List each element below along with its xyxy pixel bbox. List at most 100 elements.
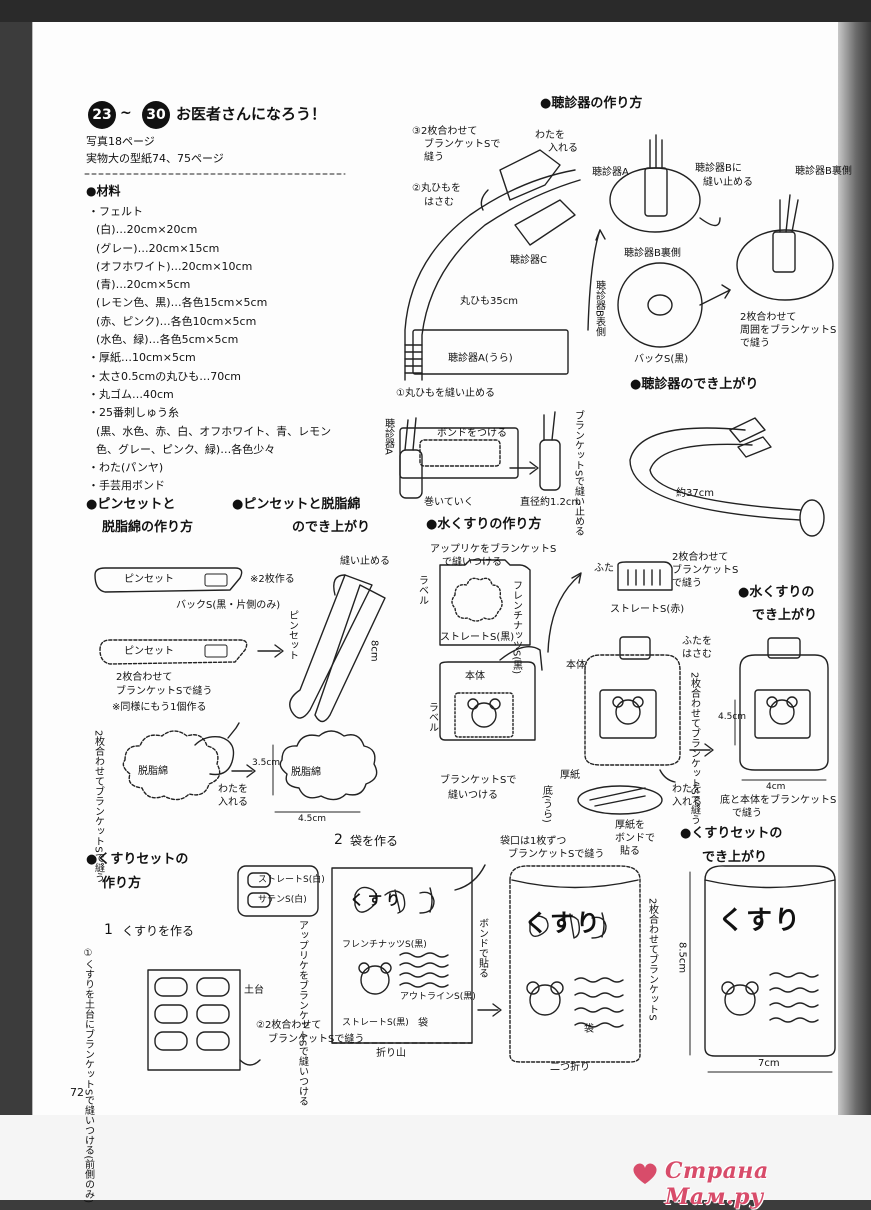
kit-label: 土台 [244,985,264,996]
medicine-finished-drawing [734,637,829,781]
stethoscope-label: ①丸ひもを縫い止める [396,388,495,399]
kit-label: 折り山 [376,1048,406,1059]
kit-label-vertical: ①くすりを土台にブランケットSで縫いつける(前側のみ) [82,948,94,1204]
stethoscope-label: 縫う [424,152,444,163]
material-item: (水色、緑)…各色5cm×5cm [96,333,239,347]
tweezers-label: ピンセット [124,646,174,657]
page-number: 72 [70,1086,84,1099]
medicine-label: ストレートS(赤) [610,604,685,615]
medicine-label-vertical: 底(うら) [540,785,552,823]
kit-finished-heading-line2: でき上がり [702,850,768,865]
kit-step2-number: 2 [334,832,343,848]
scan-border-bottom [0,1115,871,1200]
medicine-label: 厚紙を [615,820,645,831]
kit-step1-number: 1 [104,922,113,938]
kit-label: 袋口は1枚ずつ [500,836,567,847]
kit-label: 袋 [418,1018,428,1029]
stethoscope-label: はさむ [424,197,454,208]
medicine-label: 入れる [672,797,702,808]
tweezers-finished-drawing [289,574,386,723]
material-item: (赤、ピンク)…各色10cm×5cm [96,314,257,328]
tweezers-step1-drawing [94,567,284,665]
material-item: ・厚紙…10cm×5cm [88,351,196,365]
tweezers-label: 縫い止める [340,556,390,567]
kit-label: ストレートS(黒) [342,1018,409,1028]
stethoscope-label: わたを [535,130,565,141]
medicine-label: ボンドで [615,833,655,844]
medicine-label: 2枚合わせて [672,552,729,563]
stethoscope-label: 聴診器A(うら) [448,353,513,364]
kit-height: 8.5cm [676,942,688,974]
medicine-label: 本体 [566,660,586,671]
material-item: (レモン色、黒)…各色15cm×5cm [96,296,268,310]
tweezers-heading-line2: 脱脂綿の作り方 [102,520,194,535]
kit-label-vertical: 2枚合わせてブランケットS [646,898,658,1021]
stethoscope-label: 2枚合わせて [740,312,797,323]
stethoscope-label: 丸ひも35cm [460,296,518,307]
kit-bag-drawing [509,865,641,1063]
stethoscope-label: 聴診器A [592,167,629,178]
stethoscope-finished-drawing [629,417,825,537]
cotton-height: 3.5cm [252,758,281,768]
material-item: (黒、水色、赤、白、オフホワイト、青、レモン [96,424,332,438]
tweezers-finished-heading-line2: のでき上がり [292,520,371,535]
stethoscope-step3-drawing [399,411,561,499]
medicine-label: 厚紙 [560,770,580,781]
material-item: ・わた(パンヤ) [88,461,164,475]
stethoscope-label-vertical: ブランケットSで縫い止める [572,410,584,537]
stethoscope-step1-drawing [404,149,581,381]
cotton-label: 脱脂綿 [138,766,168,777]
cotton-label: 脱脂綿 [291,767,321,778]
kit-label: ②2枚合わせて [256,1020,322,1031]
project-number-end: 30 [142,101,170,129]
stethoscope-label-vertical: 聴診器B表側 [593,280,605,337]
medicine-label: ストレートS(黒) [440,632,515,643]
kit-label: サテンS(白) [258,895,307,905]
tweezers-label: バックS(黒・片側のみ) [176,600,281,611]
medicine-label: アップリケをブランケットS [430,544,557,555]
kit-width: 7cm [758,1058,780,1069]
title-tilde: ~ [120,105,132,121]
medicine-label: 底と本体をブランケットS [720,795,837,806]
medicine-step1-drawing [439,559,582,741]
cotton-label: わたを [218,784,248,795]
stethoscope-label: ③2枚合わせて [412,126,478,137]
medicine-label: で縫いつける [442,557,502,568]
kit-label: フレンチナッツS(黒) [342,940,427,950]
stethoscope-label: 巻いていく [424,497,474,508]
stethoscope-finished-heading: ●聴診器のでき上がり [630,377,759,392]
stethoscope-label: 聴診器B裏側 [624,248,681,259]
cotton-width: 4.5cm [298,814,327,824]
kit-heading-line2: 作り方 [102,876,142,891]
medicine-label: 本体 [465,671,485,682]
photo-reference: 写真18ページ [86,135,155,148]
medicine-label-vertical: ラベル [416,575,428,605]
kit-step1-title: くすりを作る [122,924,195,938]
stethoscope-label: 入れる [548,143,578,154]
materials-list: ・フェルト (白)…20cm×20cm (グレー)…20cm×15cm (オフホ… [88,203,331,496]
tweezers-label: ※2枚作る [250,574,295,585]
stethoscope-label: 周囲をブランケットS [740,325,837,336]
tweezers-label: ブランケットSで縫う [116,686,213,697]
kit-label-vertical: ボンドで貼る [476,918,488,978]
kit-heading: ●くすりセットの [86,852,189,867]
medicine-finished-heading-line2: でき上がり [752,608,818,623]
medicine-label: 貼る [620,846,640,857]
scan-border-top [0,0,871,22]
kit-finished-heading: ●くすりセットの [680,826,783,841]
stethoscope-label: 聴診器B裏側 [795,166,852,177]
tweezers-label: ピンセット [124,574,174,585]
watermark-logo-icon [633,1163,657,1184]
kit-step2-drawing [331,864,502,1044]
kit-bag-lettering: くすり [524,909,602,937]
medicine-label: わたを [672,784,702,795]
kit-finished-lettering: くすり [718,906,803,936]
cotton-label: 入れる [218,797,248,808]
medicine-label: で縫う [732,808,762,819]
stethoscope-heading: ●聴診器の作り方 [540,96,643,111]
kit-step2-title: 袋を作る [350,834,399,848]
watermark-text: Страна Мам.ру [665,1158,769,1210]
kit-label: アウトラインS(黒) [400,992,476,1002]
medicine-heading: ●水くすりの作り方 [426,517,542,532]
tweezers-length: 8cm [368,640,380,662]
